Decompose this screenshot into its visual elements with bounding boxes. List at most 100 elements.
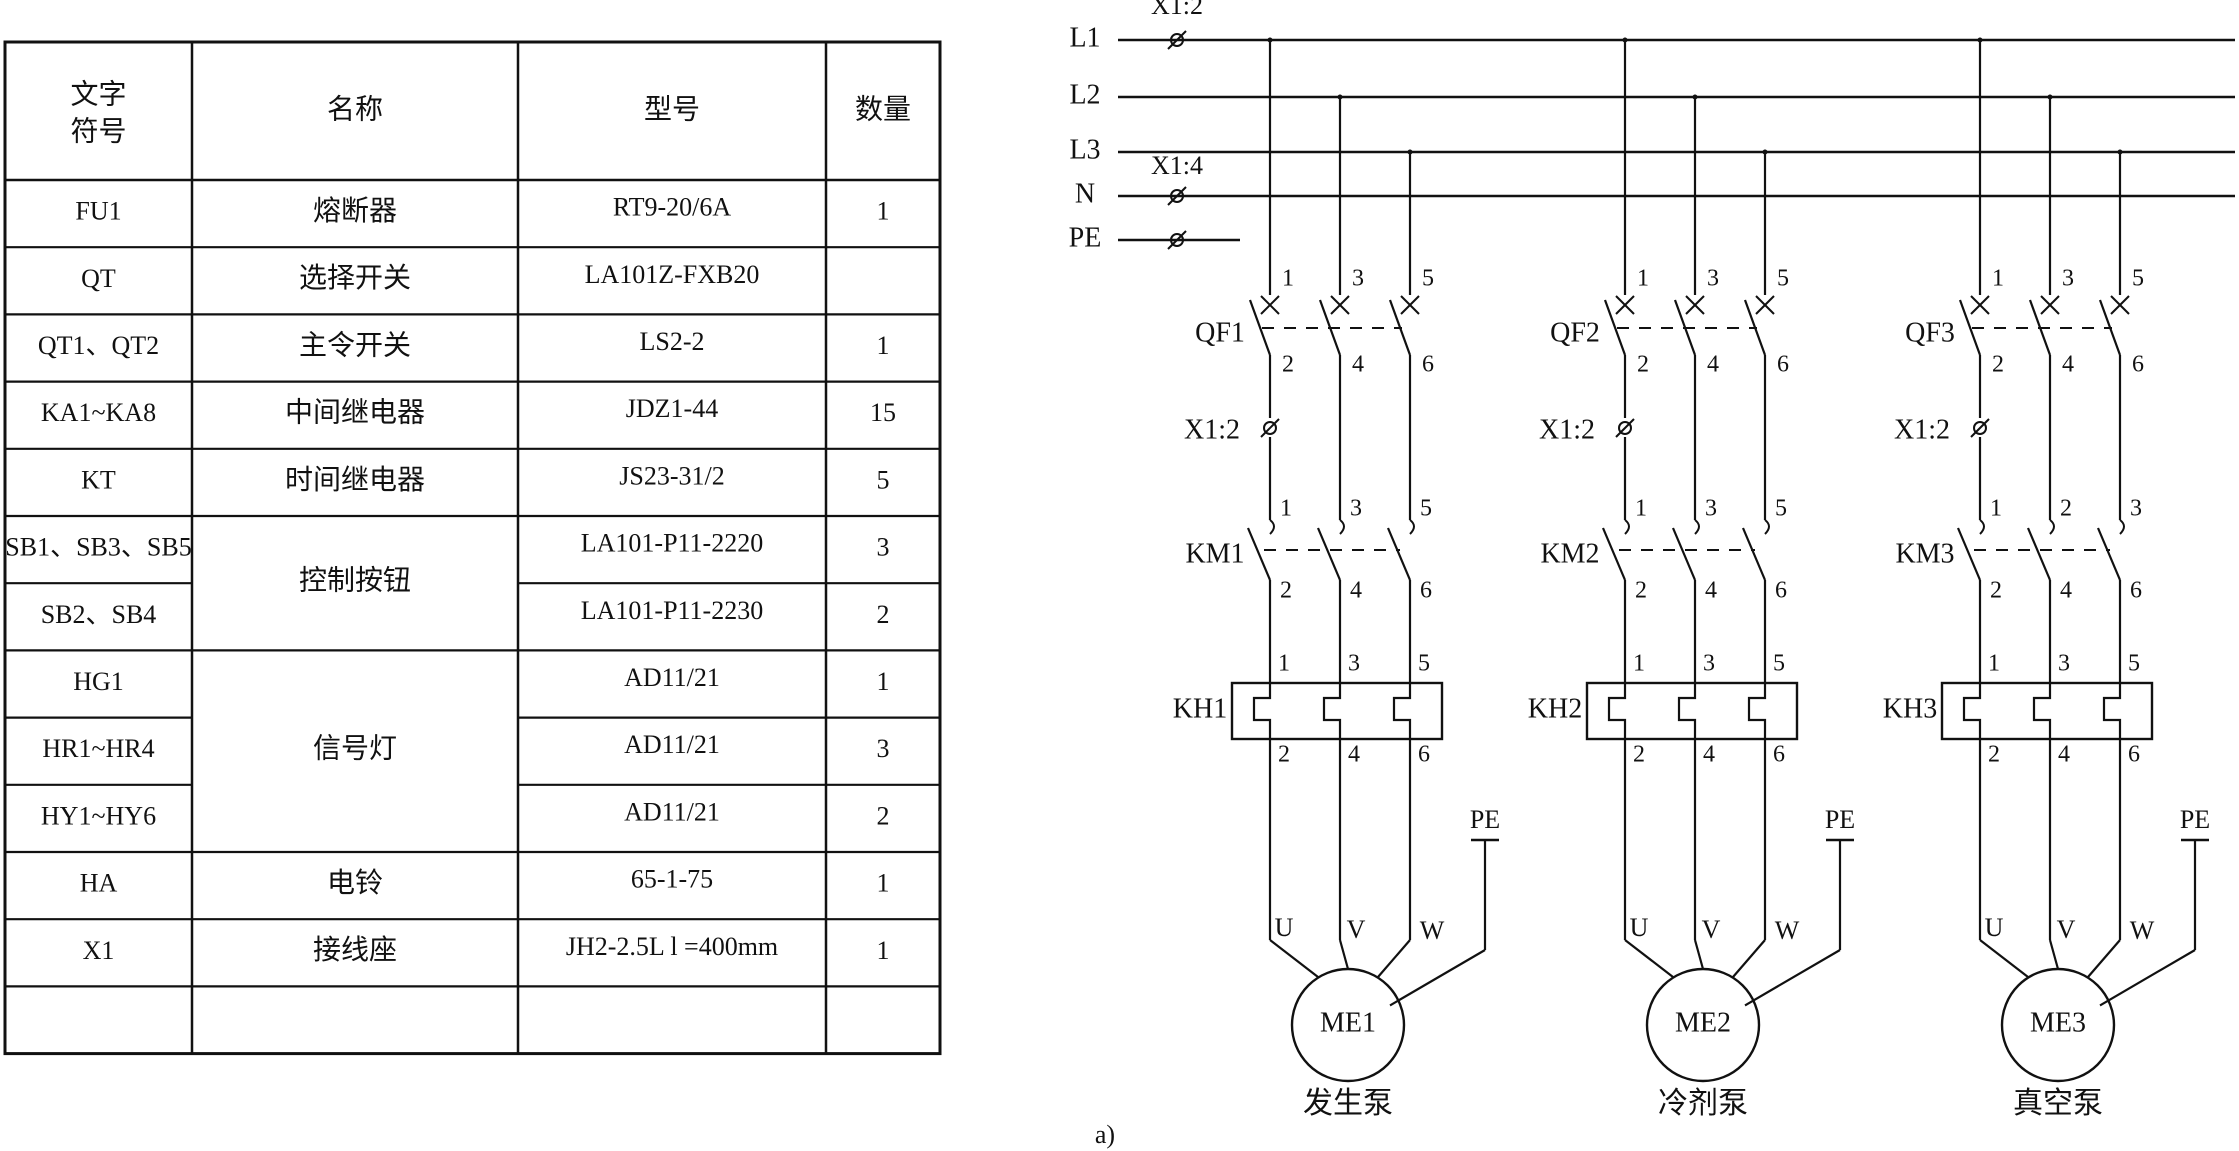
contactor-hook xyxy=(1764,519,1770,535)
motor-lead-w xyxy=(1732,939,1766,978)
relay-heater xyxy=(2102,660,2122,745)
header-qty: 数量 xyxy=(855,93,911,125)
thermal-relay-box xyxy=(1230,681,1444,741)
cell-symbol: HR1~HR4 xyxy=(42,734,154,763)
bus-label-l2: L2 xyxy=(1069,79,1100,110)
contactor-blade xyxy=(1671,527,1697,581)
breaker-top-num: 3 xyxy=(1707,266,1719,292)
breaker-bot-num: 2 xyxy=(1282,352,1294,378)
cell-qty: 1 xyxy=(877,197,890,226)
motor-lead-v xyxy=(1338,939,1350,970)
fuse-terminal-label: X1:2 xyxy=(1184,414,1240,445)
fuse-terminal-slash xyxy=(1260,418,1280,438)
relay-top-num: 3 xyxy=(1703,651,1715,677)
contactor-hook xyxy=(2119,519,2125,535)
contactor-top-num: 3 xyxy=(2130,496,2142,522)
contactor-hook xyxy=(1409,519,1415,535)
header-model: 型号 xyxy=(644,93,700,125)
motor-lead-w xyxy=(1377,939,1411,978)
breaker-x-mark xyxy=(1400,295,1420,315)
bus-label-pe: PE xyxy=(1069,222,1102,253)
contactor-label: KM1 xyxy=(1185,538,1244,569)
breaker-bot-num: 4 xyxy=(1352,352,1364,378)
breaker-bot-num: 6 xyxy=(2132,352,2144,378)
cell-symbol: KT xyxy=(81,465,116,494)
breaker-bot-num: 6 xyxy=(1422,352,1434,378)
contactor-blade xyxy=(2096,527,2122,581)
terminal-label-top: X1:2 xyxy=(1151,0,1203,20)
table-frame xyxy=(3,40,942,1056)
cell-symbol: X1 xyxy=(83,936,115,965)
cell-model: AD11/21 xyxy=(624,797,720,826)
relay-label: KH2 xyxy=(1528,693,1582,724)
pe-lead xyxy=(1389,949,1486,1007)
terminal-pe-slash xyxy=(1167,230,1187,250)
contactor-blade xyxy=(2026,527,2052,581)
cell-model: AD11/21 xyxy=(624,730,720,759)
breaker-top-num: 3 xyxy=(2062,266,2074,292)
relay-top-num: 3 xyxy=(1348,651,1360,677)
cell-qty: 5 xyxy=(877,465,890,494)
terminal-pe xyxy=(1170,233,1184,247)
fuse-terminal xyxy=(1973,421,1987,435)
cell-symbol: SB1、SB3、SB5 xyxy=(5,533,191,562)
breaker-top-num: 3 xyxy=(1352,266,1364,292)
phase-w: W xyxy=(2130,916,2155,945)
contactor-bot-num: 4 xyxy=(1350,578,1362,604)
phase-v: V xyxy=(1347,915,1366,944)
relay-heater xyxy=(1607,660,1627,745)
pe-lead xyxy=(2099,949,2196,1007)
relay-label: KH3 xyxy=(1883,693,1937,724)
contactor-blade xyxy=(1601,527,1627,581)
terminal-label-n: X1:4 xyxy=(1151,151,1203,180)
breaker-x-mark xyxy=(1970,295,1990,315)
breaker-top-num: 5 xyxy=(1422,266,1434,292)
cell-qty: 1 xyxy=(877,667,890,696)
relay-bot-num: 2 xyxy=(1278,742,1290,768)
contactor-top-num: 3 xyxy=(1350,496,1362,522)
breaker-top-num: 1 xyxy=(1637,266,1649,292)
breaker-bot-num: 4 xyxy=(2062,352,2074,378)
header-symbol: 符号 xyxy=(70,115,126,147)
pe-label: PE xyxy=(2180,805,2210,834)
contactor-blade xyxy=(1316,527,1342,581)
cell-name: 主令开关 xyxy=(299,329,411,361)
breaker-bot-num: 2 xyxy=(1637,352,1649,378)
breaker-x-mark xyxy=(1330,295,1350,315)
cell-model: 65-1-75 xyxy=(631,865,713,894)
relay-bot-num: 4 xyxy=(2058,742,2070,768)
contactor-top-num: 5 xyxy=(1420,496,1432,522)
cell-qty: 2 xyxy=(877,801,890,830)
breaker-blade xyxy=(1958,299,1982,356)
cell-qty: 2 xyxy=(877,600,890,629)
relay-heater xyxy=(1677,660,1697,745)
breaker-top-num: 1 xyxy=(1992,266,2004,292)
motor-circle xyxy=(1290,967,1406,1083)
cell-model: RT9-20/6A xyxy=(613,193,732,222)
relay-top-num: 1 xyxy=(1988,651,2000,677)
relay-label: KH1 xyxy=(1173,693,1227,724)
breaker-blade xyxy=(1603,299,1627,356)
breaker-x-mark xyxy=(1615,295,1635,315)
motor-label: ME2 xyxy=(1675,1007,1731,1038)
cell-symbol: HG1 xyxy=(73,667,124,696)
phase-u: U xyxy=(1275,913,1294,942)
terminal-n xyxy=(1170,189,1184,203)
relay-bot-num: 6 xyxy=(1418,742,1430,768)
phase-u: U xyxy=(1630,913,1649,942)
thermal-relay-box xyxy=(1940,681,2154,741)
phase-w: W xyxy=(1775,916,1800,945)
cell-name: 中间继电器 xyxy=(285,397,425,429)
motor-lead-u xyxy=(1269,939,1319,978)
motor-lead-v xyxy=(1693,939,1705,970)
cell-name: 接线座 xyxy=(313,934,397,966)
contactor-top-num: 1 xyxy=(1990,496,2002,522)
bus-label-l3: L3 xyxy=(1069,134,1100,165)
breaker-label: QF2 xyxy=(1550,317,1600,348)
breaker-top-num: 5 xyxy=(2132,266,2144,292)
cell-name: 控制按钮 xyxy=(299,565,411,597)
contactor-bot-num: 4 xyxy=(1705,578,1717,604)
contactor-blade xyxy=(1741,527,1767,581)
